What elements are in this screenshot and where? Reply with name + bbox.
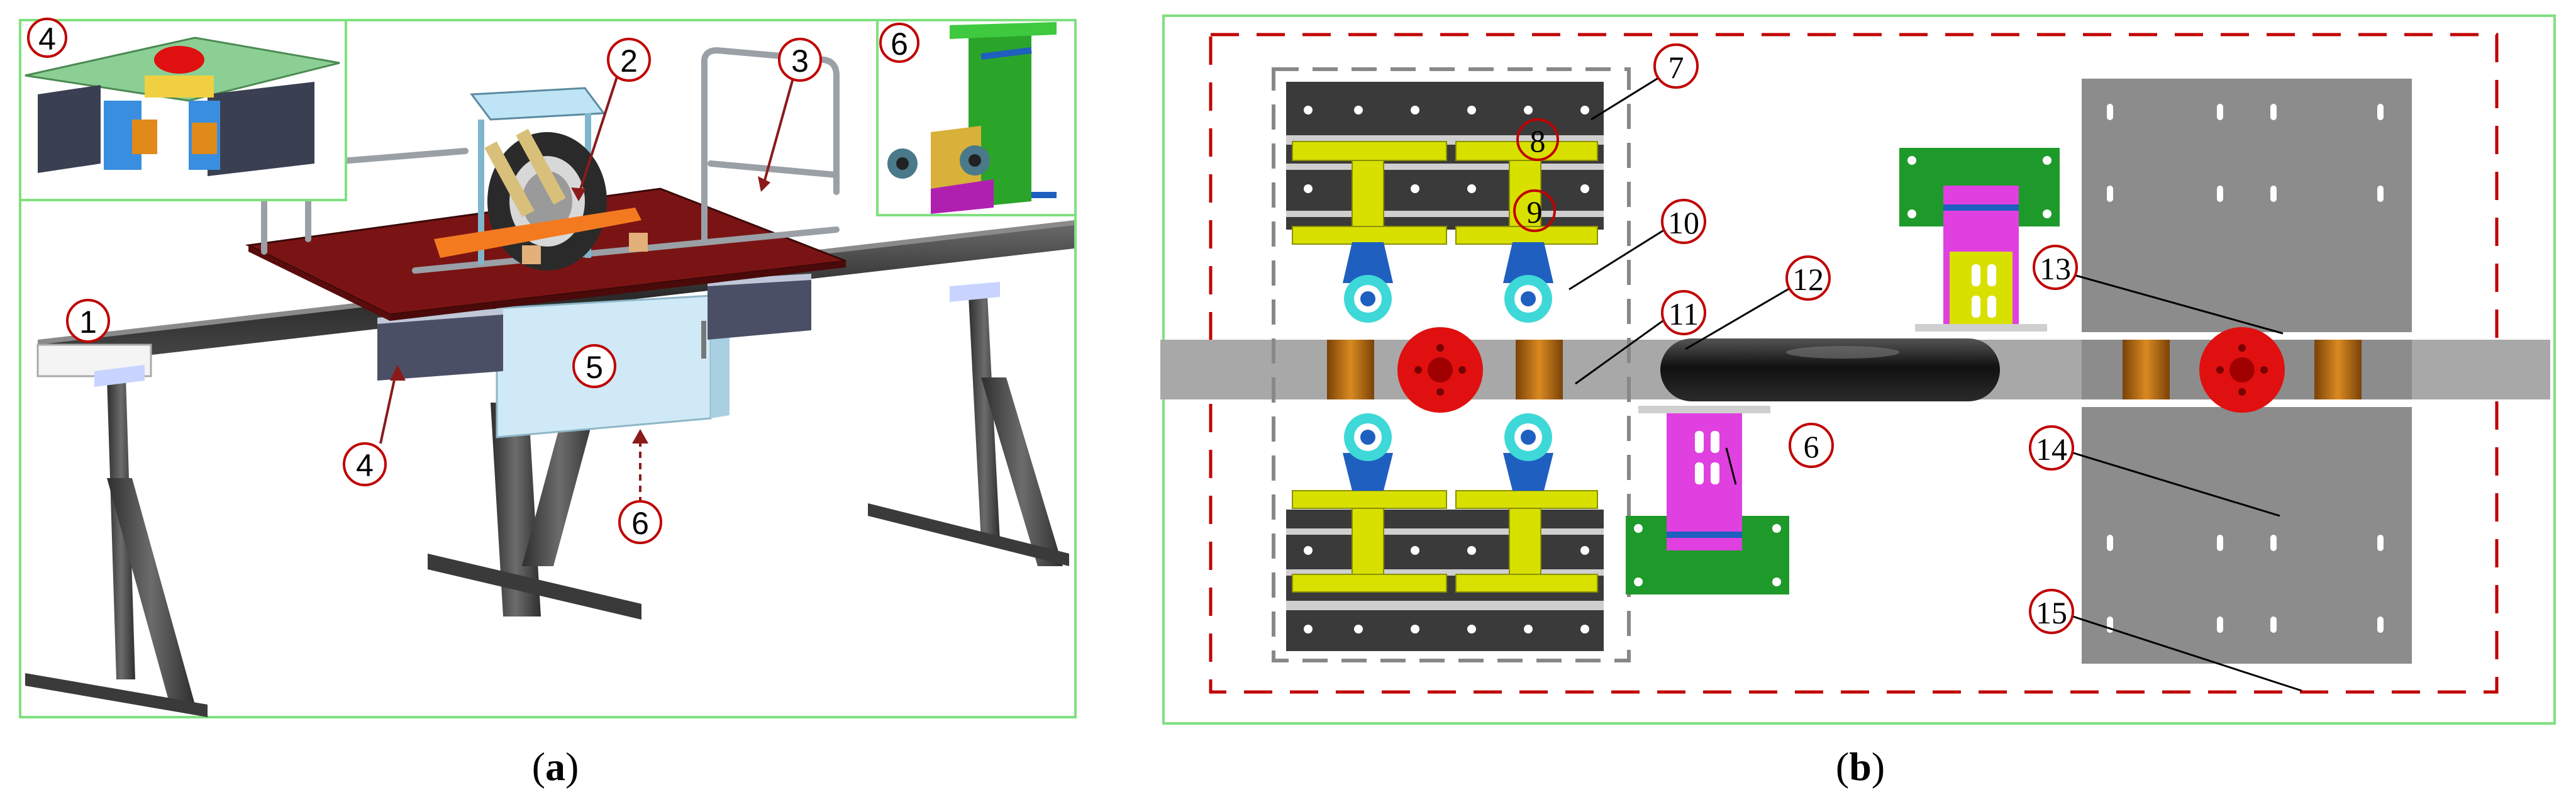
guide-bracket-bottom bbox=[1626, 406, 1789, 594]
callout-a-6-inset: 6 bbox=[879, 23, 919, 63]
caption-b-letter: b bbox=[1849, 744, 1872, 789]
callout-a-5: 5 bbox=[572, 344, 616, 388]
panel-a: 1 2 3 4 4 5 6 bbox=[19, 18, 1077, 718]
callout-b-7-label: 7 bbox=[1668, 50, 1684, 85]
callout-a-4-inset: 4 bbox=[27, 18, 67, 58]
arrow-6 bbox=[632, 429, 648, 444]
callout-b-11: 11 bbox=[1661, 290, 1706, 335]
drive-assembly-left bbox=[1327, 327, 1563, 413]
test-tyre bbox=[1660, 338, 2000, 401]
callout-a-4-label: 4 bbox=[356, 448, 374, 483]
callout-a-2-label: 2 bbox=[620, 43, 638, 79]
callout-b-14-label: 14 bbox=[2036, 432, 2067, 467]
support-frame-right bbox=[868, 282, 1069, 566]
callout-a-1-label: 1 bbox=[79, 304, 97, 340]
callout-b-12: 12 bbox=[1785, 255, 1831, 301]
callout-a-3: 3 bbox=[778, 38, 822, 82]
support-frame-left bbox=[25, 365, 208, 717]
callout-a-2: 2 bbox=[607, 38, 651, 82]
callout-b-9-label: 9 bbox=[1527, 194, 1543, 230]
callout-a-4-inset-label: 4 bbox=[38, 21, 56, 57]
caster-wheels bbox=[1343, 242, 1553, 491]
inset-guide-bracket bbox=[876, 19, 1077, 216]
callout-b-15: 15 bbox=[2029, 589, 2074, 634]
caption-b: (b) bbox=[1836, 744, 1885, 789]
svg-text:(b): (b) bbox=[1836, 744, 1885, 789]
callout-a-1: 1 bbox=[66, 299, 110, 343]
callout-b-13: 13 bbox=[2033, 245, 2078, 290]
tyre-test-rig bbox=[434, 87, 648, 271]
callout-a-6-label: 6 bbox=[631, 506, 649, 541]
leaders-a bbox=[379, 69, 797, 503]
inset-bogie bbox=[19, 19, 347, 201]
drive-assembly-right bbox=[2123, 327, 2362, 413]
svg-text:(a): (a) bbox=[532, 744, 579, 789]
bogie-left bbox=[377, 308, 503, 381]
callout-b-10: 10 bbox=[1661, 199, 1706, 244]
callout-b-11-label: 11 bbox=[1668, 296, 1699, 332]
callout-b-8-label: 8 bbox=[1530, 123, 1546, 159]
support-frame-middle bbox=[428, 403, 641, 620]
bogie-group-outline bbox=[1272, 67, 1631, 662]
callout-a-5-label: 5 bbox=[586, 350, 603, 385]
panel-b: 7 8 9 10 11 12 bbox=[1160, 14, 2556, 725]
callout-b-6: 6 bbox=[1789, 423, 1834, 468]
arrow-2 bbox=[571, 187, 586, 201]
leaders-b bbox=[1568, 75, 2302, 692]
callout-b-7: 7 bbox=[1653, 43, 1699, 89]
arrow-4 bbox=[390, 365, 406, 381]
callout-a-6-inset-label: 6 bbox=[891, 26, 908, 62]
caption-a: (a) bbox=[532, 744, 579, 789]
callout-b-15-label: 15 bbox=[2036, 595, 2067, 630]
callout-b-10-label: 10 bbox=[1668, 205, 1699, 240]
caption-a-letter: a bbox=[545, 744, 565, 789]
guide-bracket-top bbox=[1899, 148, 2060, 332]
callout-a-4: 4 bbox=[343, 442, 387, 486]
callout-b-9: 9 bbox=[1513, 189, 1556, 232]
callout-b-12-label: 12 bbox=[1792, 262, 1824, 297]
callout-b-14: 14 bbox=[2029, 425, 2074, 471]
callout-b-6-label: 6 bbox=[1804, 429, 1819, 464]
arrow-3 bbox=[758, 176, 770, 192]
callout-b-13-label: 13 bbox=[2040, 251, 2071, 286]
callout-a-3-label: 3 bbox=[791, 43, 809, 79]
callout-a-6: 6 bbox=[618, 500, 662, 544]
bogie-right bbox=[708, 274, 811, 340]
callout-b-8: 8 bbox=[1516, 118, 1559, 161]
